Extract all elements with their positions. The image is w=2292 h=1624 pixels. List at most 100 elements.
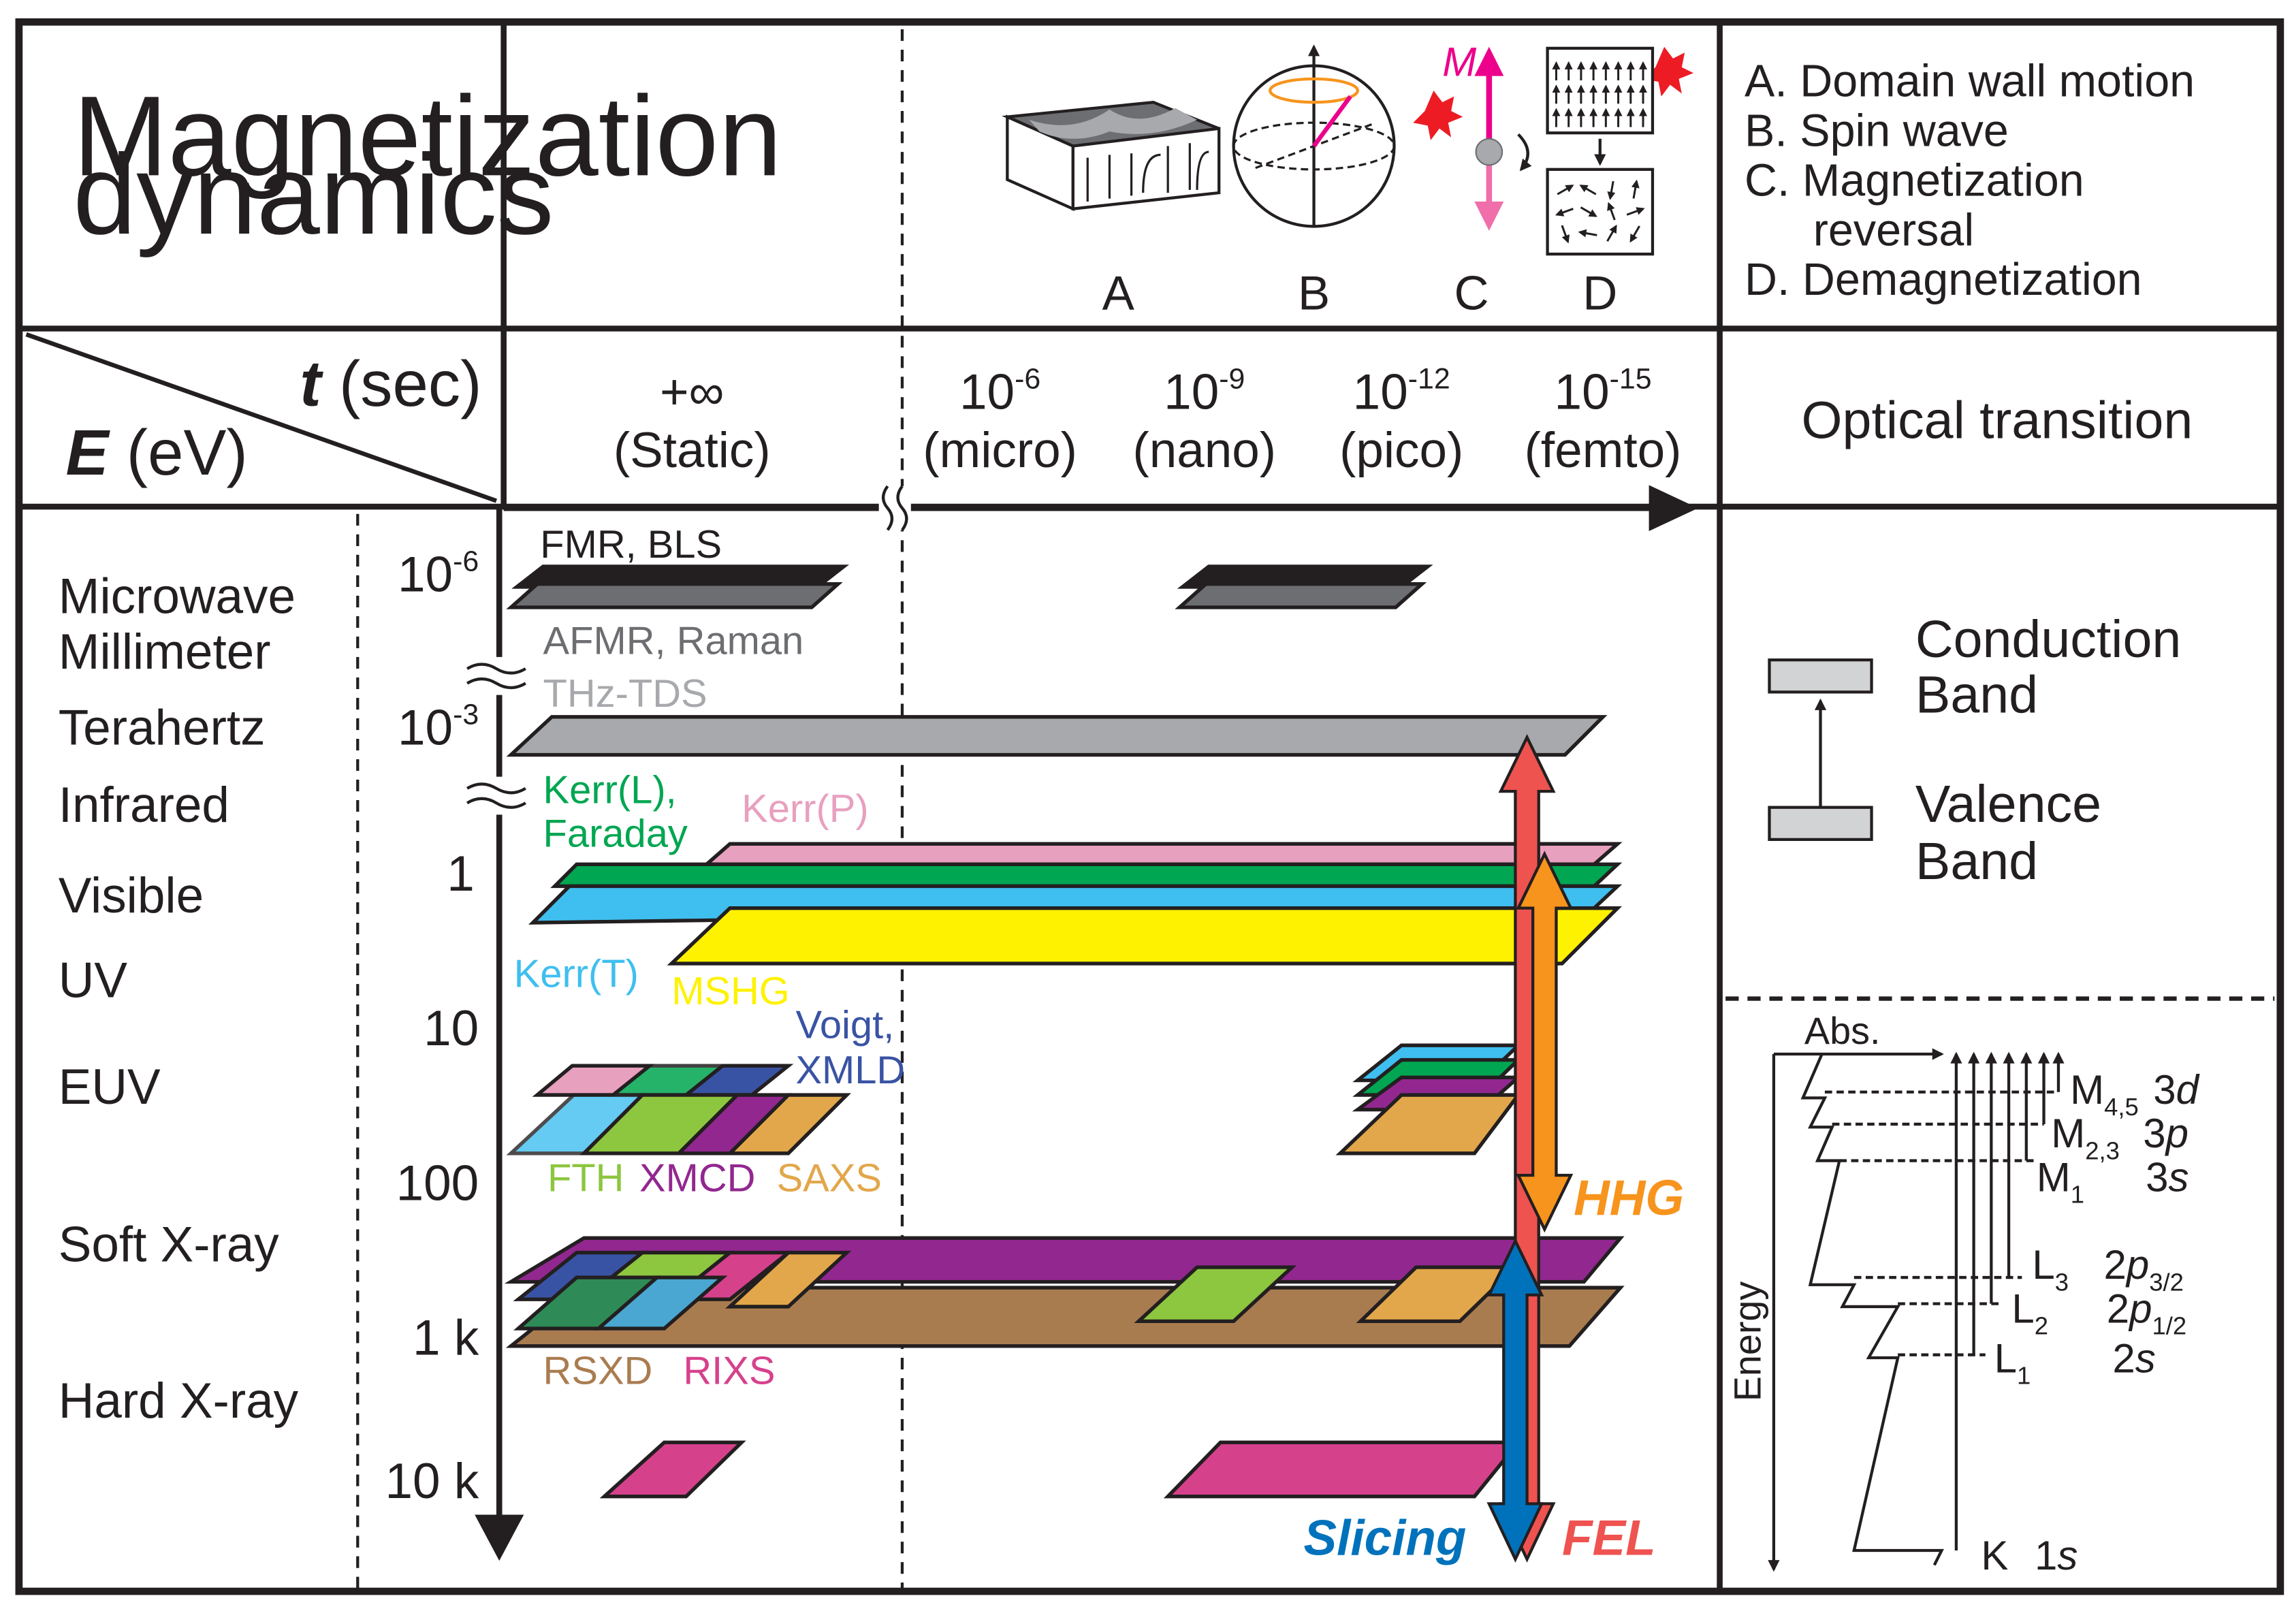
time-tick-micro: 10-6 <box>959 362 1040 419</box>
energy-tick-10ev: 10 <box>424 1001 479 1056</box>
demagnetization-icon <box>1546 46 1655 256</box>
region-millimeter: Millimeter <box>59 624 271 680</box>
spin-arrow <box>1607 180 1616 200</box>
time-axis-arrow <box>503 485 1698 532</box>
optical-transition-title: Optical transition <box>1802 391 2193 449</box>
hhg-arrow <box>1516 850 1574 1233</box>
band-kerr-p <box>701 842 1623 867</box>
band-euv-pico-orange <box>1335 1093 1523 1156</box>
label-thz: THz-TDS <box>543 672 707 716</box>
band-hard-nano <box>1163 1440 1523 1499</box>
legend-c: C. Magnetization <box>1745 155 2084 206</box>
label-rixs: RIXS <box>683 1350 775 1393</box>
domain-wall-icon <box>1002 100 1221 211</box>
band-soft-orange <box>725 1250 852 1309</box>
label-fth: FTH <box>547 1157 624 1200</box>
band-soft-nano-green <box>1134 1265 1297 1324</box>
time-tick-pico: 10-12 <box>1353 362 1450 419</box>
abs-label: Abs. <box>1804 1010 1881 1052</box>
legend-d: D. Demagnetization <box>1745 255 2142 305</box>
band-diagram <box>1768 658 1873 842</box>
label-fel: FEL <box>1562 1510 1656 1565</box>
icon-letter-b: B <box>1298 266 1330 320</box>
energy-tick-10kev: 10 k <box>385 1454 479 1509</box>
magnetization-reversal-icon <box>1413 46 1693 231</box>
icon-letter-d: D <box>1582 266 1617 320</box>
time-axis-labels: +∞ (Static) 10-6 (micro) 10-9 (nano) 10-… <box>614 362 1682 478</box>
time-tick-pico-name: (pico) <box>1339 423 1463 478</box>
time-tick-nano-name: (nano) <box>1132 423 1276 478</box>
region-microwave: Microwave <box>59 569 296 624</box>
time-axis-title: t (sec) <box>300 348 481 419</box>
label-kerr-t: Kerr(T) <box>514 952 639 996</box>
legend-c-cont: reversal <box>1813 205 1974 255</box>
label-mshg: MSHG <box>671 970 790 1013</box>
spin-arrow <box>1579 185 1597 195</box>
energy-tick-1kev: 1 k <box>413 1311 479 1366</box>
region-visible: Visible <box>59 868 204 923</box>
band-hard-static <box>599 1440 746 1499</box>
energy-axis-title: E (eV) <box>65 417 247 488</box>
energy-ticks: 10-6 10-3 1 10 100 1 k 10 k <box>385 545 479 1508</box>
region-soft-xray: Soft X-ray <box>59 1217 280 1272</box>
label-rsxd: RSXD <box>543 1350 653 1393</box>
icon-letter-c: C <box>1454 266 1489 320</box>
spin-arrow <box>1555 208 1574 217</box>
label-hhg: HHG <box>1574 1171 1684 1226</box>
band-afmr-static <box>506 582 843 609</box>
label-slicing: Slicing <box>1304 1510 1467 1565</box>
row-title-line1: Magnetization <box>73 73 782 200</box>
energy-tick-1ev: 1 <box>447 846 475 902</box>
band-soft-cyan <box>593 1275 728 1331</box>
legend-a: A. Domain wall motion <box>1745 57 2195 107</box>
icon-letter-a: A <box>1102 266 1135 320</box>
energy-tick-micro-ev: 10-6 <box>398 545 479 602</box>
region-terahertz: Terahertz <box>59 701 266 756</box>
energy-vertical-label: Energy <box>1727 1281 1769 1402</box>
slicing-arrow <box>1486 1237 1544 1563</box>
spin-arrow <box>1561 225 1570 244</box>
demag-spin-grid <box>1552 61 1648 244</box>
conduction-band-label: Conduction <box>1915 610 2181 669</box>
technique-labels: FMR, BLS AFMR, Raman THz-TDS Kerr(L), Fa… <box>514 523 906 1392</box>
band-saxs <box>725 1093 851 1156</box>
energy-regions: Microwave Millimeter Terahertz Infrared … <box>59 569 299 1429</box>
band-mshg <box>667 906 1622 966</box>
region-infrared: Infrared <box>59 778 229 833</box>
magnetization-symbol: M <box>1442 39 1476 85</box>
label-faraday: Faraday <box>543 812 688 856</box>
region-euv: EUV <box>59 1060 161 1115</box>
core-level-diagram <box>1768 1048 2065 1572</box>
valence-band-label: Valence <box>1915 775 2101 833</box>
band-soft-pico-orange <box>1356 1265 1521 1324</box>
legend-b: B. Spin wave <box>1745 106 2009 157</box>
spin-arrow <box>1629 225 1640 243</box>
spin-arrow <box>1626 207 1645 216</box>
spin-arrow <box>1578 229 1597 238</box>
spin-arrow <box>1607 202 1616 221</box>
table-frame <box>15 18 2285 1595</box>
region-uv: UV <box>59 953 128 1008</box>
region-hard-xray: Hard X-ray <box>59 1373 299 1429</box>
fel-arrow <box>1498 733 1556 1563</box>
spin-arrow <box>1557 185 1574 195</box>
time-tick-micro-name: (micro) <box>923 423 1077 478</box>
label-afmr: AFMR, Raman <box>543 620 804 663</box>
energy-axis-arrow <box>466 507 526 1561</box>
time-tick-static: +∞ <box>660 364 725 419</box>
time-tick-femto-name: (femto) <box>1525 423 1682 478</box>
time-tick-femto: 10-15 <box>1555 362 1652 419</box>
time-tick-nano: 10-9 <box>1164 362 1245 419</box>
energy-tick-milli-ev: 10-3 <box>398 699 479 756</box>
label-xmld: XMLD <box>795 1049 905 1092</box>
spin-arrow <box>1606 224 1617 242</box>
label-kerr-l: Kerr(L), <box>543 768 677 812</box>
dynamics-legend: A. Domain wall motion B. Spin wave C. Ma… <box>1745 57 2195 306</box>
